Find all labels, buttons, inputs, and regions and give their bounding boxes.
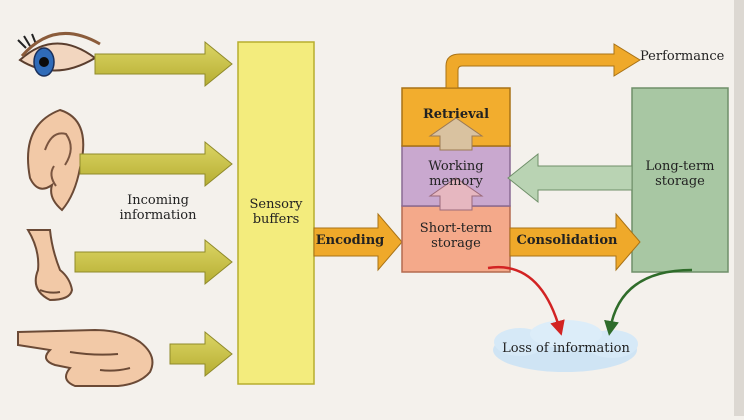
hand-touch-icon xyxy=(17,328,154,387)
consolidation-arrow xyxy=(509,212,641,272)
long-term-storage-label: Long-term storage xyxy=(645,159,715,189)
performance-label: Performance xyxy=(640,49,725,64)
eye-icon xyxy=(17,31,101,77)
incoming-arrow-ear xyxy=(79,140,233,188)
short-term-storage-box xyxy=(401,205,511,273)
loss-cloud xyxy=(493,320,638,372)
recall-arrow xyxy=(507,152,633,204)
encoding-arrow xyxy=(313,212,403,272)
performance-arrow xyxy=(445,43,641,89)
nose-icon xyxy=(26,229,74,302)
short-term-storage-label: Short-term storage xyxy=(419,221,493,251)
incoming-arrow-nose xyxy=(74,238,233,286)
red-loss-arrow xyxy=(487,265,565,336)
encoding-label: Encoding xyxy=(315,233,385,248)
incoming-arrow-eye xyxy=(94,40,233,88)
page-edge-shadow xyxy=(734,0,744,416)
incoming-arrow-touch xyxy=(169,330,233,378)
loss-of-information-label: Loss of information xyxy=(502,341,630,356)
consolidation-label: Consolidation xyxy=(516,233,618,248)
sensory-buffers-box xyxy=(237,41,315,385)
incoming-information-label: Incoming information xyxy=(119,193,197,223)
retrieval-label: Retrieval xyxy=(422,107,490,122)
green-loss-arrow xyxy=(604,268,693,336)
sensory-buffers-label: Sensory buffers xyxy=(249,197,303,227)
up-arrow-to-retrieval xyxy=(428,117,484,151)
working-memory-label: Working memory xyxy=(428,159,484,189)
long-term-storage-box xyxy=(631,87,729,273)
ear-icon xyxy=(27,108,85,212)
up-arrow-to-working xyxy=(428,177,484,211)
